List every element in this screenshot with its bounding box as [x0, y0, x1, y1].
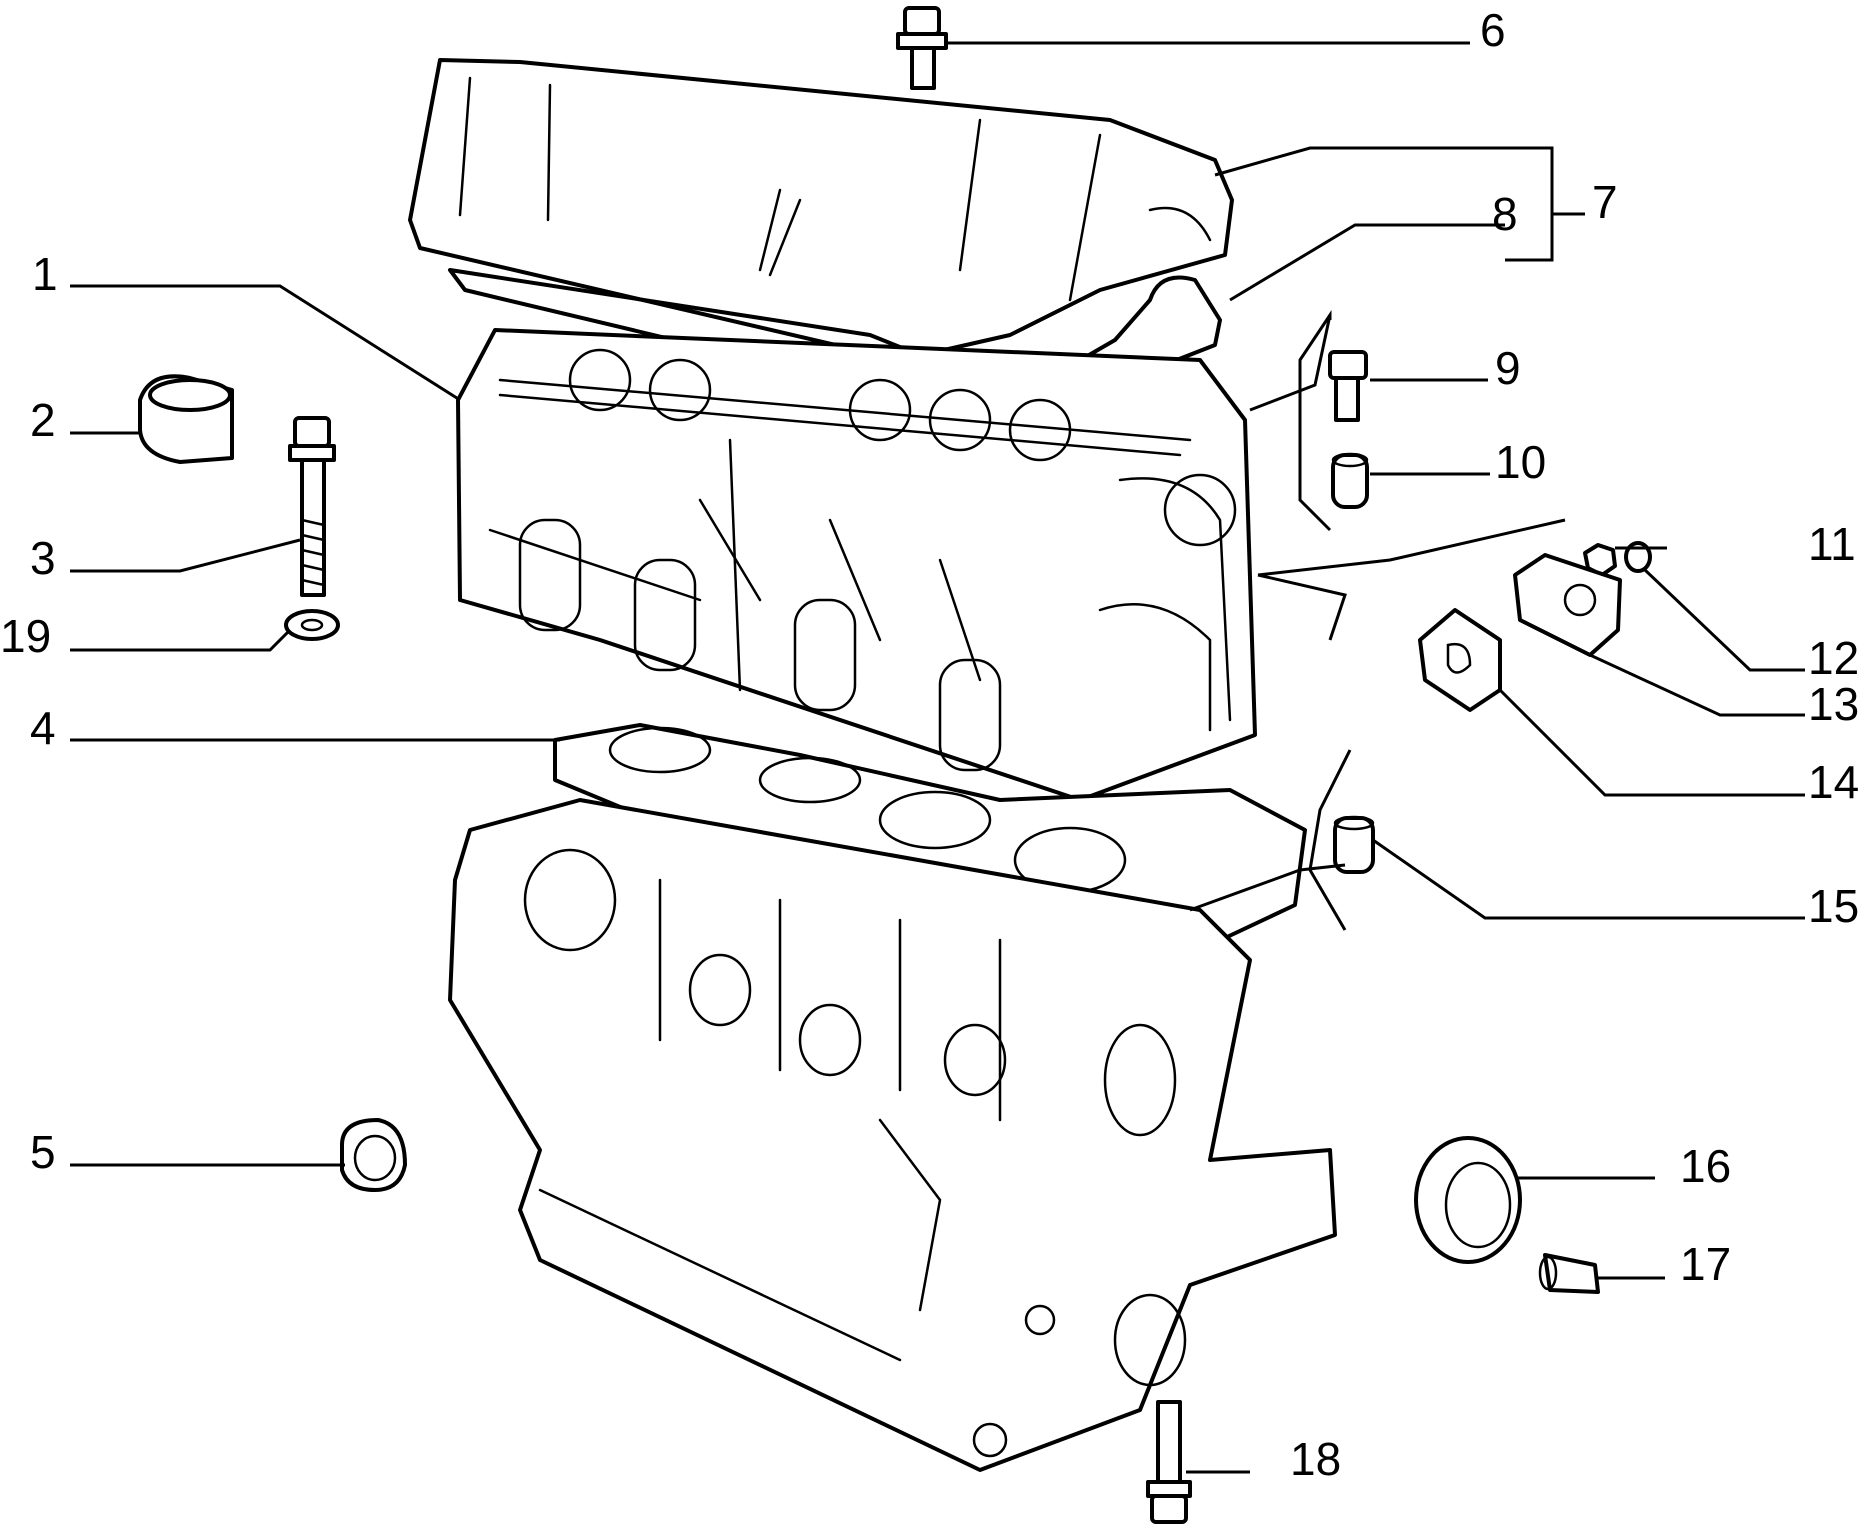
small-bolt[interactable]: [1328, 350, 1368, 422]
tappet-cup[interactable]: [138, 374, 234, 464]
engine-block: [448, 798, 1337, 1472]
label-15: 15: [1808, 880, 1859, 932]
label-18: 18: [1290, 1433, 1341, 1485]
label-10: 10: [1495, 436, 1546, 488]
callout-labels: 1 2 3 4 5 6 7 8 9 10 11 12 13 14 15 16 1…: [0, 4, 1859, 1485]
dowel-pin[interactable]: [1331, 452, 1369, 509]
cover-plate[interactable]: [1513, 553, 1622, 657]
block-plug-left[interactable]: [340, 1118, 407, 1192]
label-14: 14: [1808, 756, 1859, 808]
cover-bolt[interactable]: [896, 6, 948, 90]
valve-cover[interactable]: [408, 58, 1234, 362]
cylinder-head[interactable]: [456, 328, 1257, 802]
label-3: 3: [30, 532, 56, 584]
label-2: 2: [30, 394, 56, 446]
label-9: 9: [1495, 342, 1521, 394]
block-dowel[interactable]: [1333, 815, 1375, 874]
label-11: 11: [1808, 518, 1856, 570]
label-6: 6: [1480, 4, 1506, 56]
label-8: 8: [1492, 188, 1518, 240]
cover-gasket[interactable]: [1418, 608, 1502, 712]
label-1: 1: [32, 248, 58, 300]
label-17: 17: [1680, 1238, 1731, 1290]
head-bolt[interactable]: [288, 416, 336, 597]
label-19: 19: [0, 610, 51, 662]
label-5: 5: [30, 1126, 56, 1178]
label-7: 7: [1592, 176, 1618, 228]
label-4: 4: [30, 702, 56, 754]
label-12: 12: [1808, 632, 1859, 684]
crankshaft-seal[interactable]: [1414, 1136, 1522, 1264]
washer[interactable]: [284, 609, 340, 641]
drain-plug[interactable]: [1538, 1253, 1600, 1294]
label-16: 16: [1680, 1140, 1731, 1192]
block-bolt[interactable]: [1146, 1400, 1192, 1524]
label-13: 13: [1808, 678, 1859, 730]
leader-lines: [70, 41, 1805, 1474]
spring-washer[interactable]: [1624, 541, 1652, 573]
